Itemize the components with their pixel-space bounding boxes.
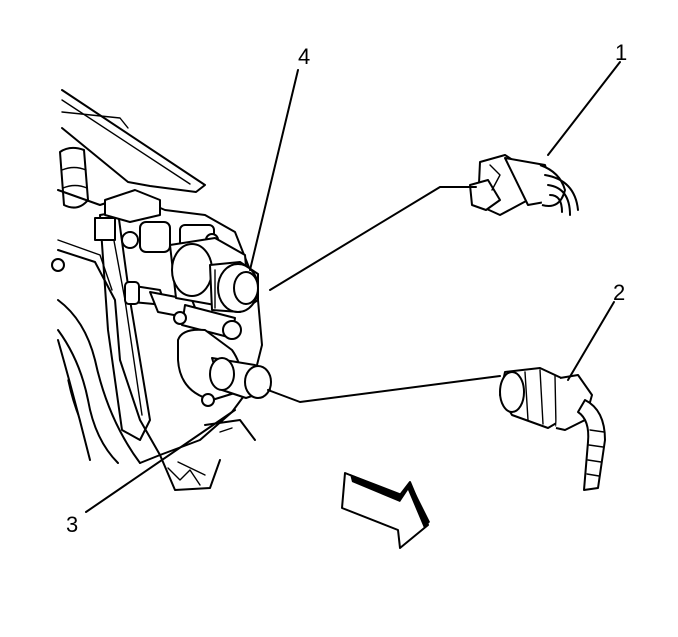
engine-assembly (51, 89, 263, 491)
leader-3 (85, 409, 236, 513)
callout-2: 2 (613, 280, 626, 305)
callout-1: 1 (615, 40, 628, 65)
callout-4: 4 (298, 44, 311, 69)
sensor-upper (169, 237, 259, 313)
sensor-lower (209, 357, 272, 399)
leader-1 (547, 61, 621, 156)
connector-1 (469, 154, 579, 216)
leader-lines (85, 61, 621, 513)
connector-1-to-sensor (269, 186, 477, 291)
direction-arrow-icon (341, 472, 430, 549)
leader-4 (249, 69, 299, 271)
connector-2 (499, 367, 606, 491)
callout-3: 3 (66, 512, 79, 537)
connector-2-to-sensor (267, 375, 501, 403)
leader-2 (567, 301, 615, 381)
